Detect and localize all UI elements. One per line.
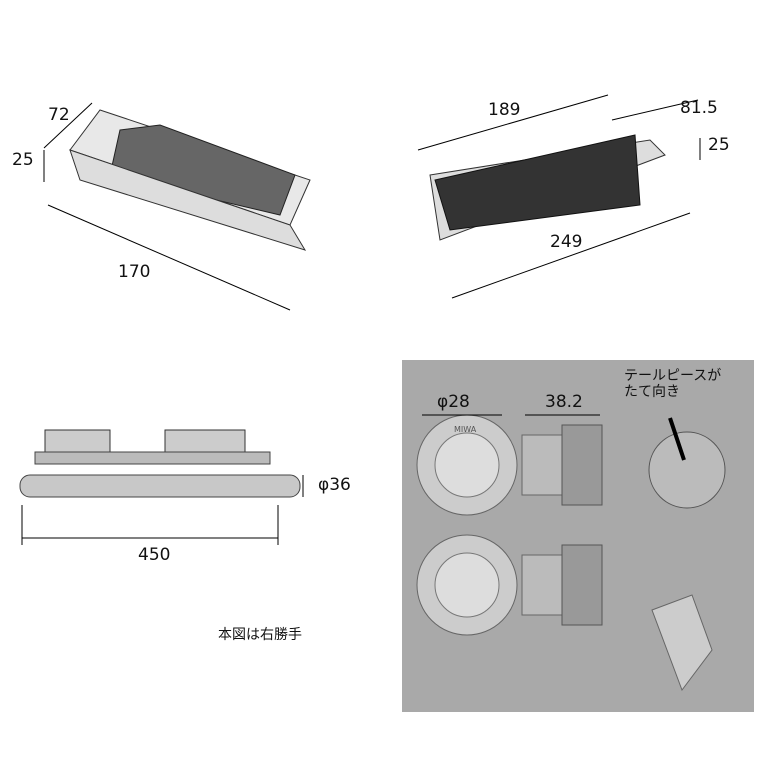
dim-depth: 81.5 <box>680 98 718 118</box>
dim-width: 72 <box>48 105 70 125</box>
dim-thickness: 25 <box>708 135 730 155</box>
dim-diameter: φ28 <box>437 392 470 412</box>
dim-length: 450 <box>138 545 171 565</box>
lock-body-1 <box>43 102 311 311</box>
handle-drawing <box>19 429 304 545</box>
cylinder-photo: φ28 38.2 テールピースが たて向き MIWA <box>402 360 754 712</box>
brand-logo: MIWA <box>454 425 477 434</box>
dim-thickness: 25 <box>12 150 34 170</box>
cylinder-drawing <box>416 414 726 692</box>
dim-diameter: φ36 <box>318 475 351 495</box>
dim-length: 170 <box>118 262 151 282</box>
dim-width: 189 <box>488 100 521 120</box>
tailpiece-annotation: テールピースが たて向き <box>624 368 722 400</box>
lock-body-2 <box>417 94 701 299</box>
note-right-hand: 本図は右勝手 <box>218 627 302 643</box>
dim-length: 38.2 <box>545 392 583 412</box>
dim-length: 249 <box>550 232 583 252</box>
